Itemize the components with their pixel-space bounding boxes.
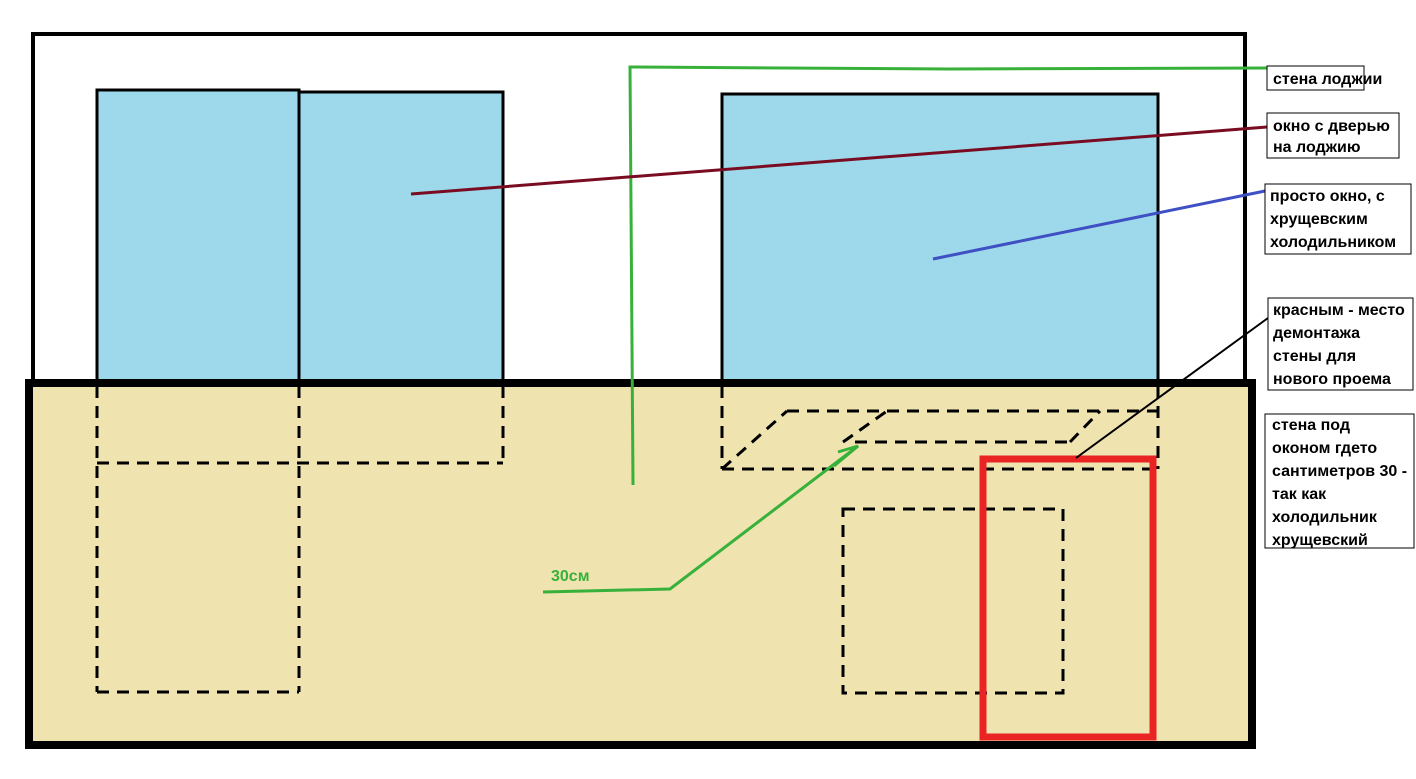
right-dashed-projection <box>720 386 1160 695</box>
label-demolition-line: демонтажа <box>1273 325 1360 342</box>
demolition-pointer <box>1075 317 1269 459</box>
dimension-pointer <box>542 444 859 594</box>
label-demolition-line: стены для <box>1273 348 1356 365</box>
label-box-loggia-wall <box>1266 65 1365 91</box>
left-dashed-projection <box>95 386 505 694</box>
window-with-door-pointer <box>410 125 1268 196</box>
svg-text:стена под оконом гдето: стена под оконом гдето сантиметров 30 - … <box>1272 417 1412 549</box>
svg-text:окно с дверью на лоджию: окно с дверью на лоджию <box>1273 118 1394 156</box>
label-window-with-door-line: на лоджию <box>1273 139 1361 156</box>
label-wall-under-window-line: хрущевский <box>1272 532 1368 549</box>
plain-window <box>720 92 1160 386</box>
label-wall-under-window-line: стена под <box>1272 417 1350 434</box>
label-wall-under-window-line: оконом гдето <box>1272 440 1377 457</box>
loggia-wall-pointer <box>628 65 1271 486</box>
dimension-arrowhead <box>833 444 859 468</box>
svg-text:красным - место демонтажа: красным - место демонтажа стены для ново… <box>1273 302 1409 388</box>
label-plain-window-line: холодильником <box>1270 234 1396 251</box>
demolition-zone <box>979 455 1157 741</box>
label-wall-under-window-line: сантиметров 30 - <box>1272 463 1407 480</box>
window-with-door-right-pane <box>297 90 505 386</box>
label-box-wall-under-window <box>1264 413 1415 549</box>
label-box-window-with-door <box>1266 112 1400 159</box>
label-wall-under-window-line: холодильник <box>1272 509 1378 526</box>
svg-text:стена лоджии: стена лоджии <box>1273 71 1382 88</box>
plain-window-pointer <box>932 189 1266 261</box>
svg-text:просто окно, с хрущевским: просто окно, с хрущевским холодильником <box>1270 188 1396 251</box>
label-wall-under-window-line: так как <box>1272 486 1327 503</box>
label-plain-window-line: хрущевским <box>1270 211 1368 228</box>
wall-below <box>25 379 1256 749</box>
label-window-with-door-line: окно с дверью <box>1273 118 1390 135</box>
label-demolition-line: нового проема <box>1273 371 1391 388</box>
label-plain-window-line: просто окно, с <box>1270 188 1385 205</box>
label-box-plain-window <box>1264 183 1412 255</box>
dimension-label: 30см <box>551 568 590 585</box>
label-box-demolition <box>1267 297 1414 391</box>
label-loggia-wall-line: стена лоджии <box>1273 71 1382 88</box>
window-with-door-left-pane <box>95 88 301 386</box>
label-demolition-line: красным - место <box>1273 302 1405 319</box>
